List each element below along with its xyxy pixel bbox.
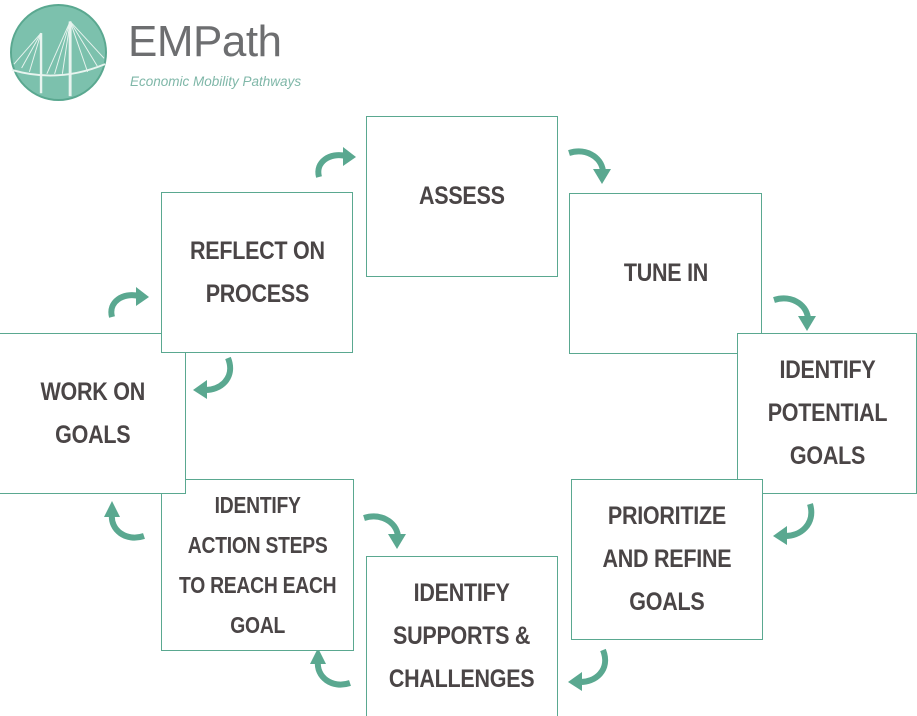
bridge-circle-logo bbox=[10, 4, 107, 101]
curved-arrow-icon bbox=[315, 147, 356, 178]
step-identify-action-steps: IDENTIFY ACTION STEPS TO REACH EACH GOAL bbox=[161, 479, 354, 651]
curved-arrow-icon bbox=[773, 295, 816, 331]
step-label-line: TUNE IN bbox=[623, 259, 708, 287]
curved-arrow-icon bbox=[310, 648, 351, 688]
step-label: ASSESS bbox=[419, 175, 505, 218]
step-label-line: GOALS bbox=[629, 588, 705, 616]
curved-arrow-icon bbox=[363, 513, 406, 549]
step-label-line: PROCESS bbox=[205, 279, 309, 308]
step-tune-in: TUNE IN bbox=[569, 193, 762, 354]
logo-name: EMPath bbox=[128, 17, 282, 66]
step-label-line: IDENTIFY bbox=[779, 356, 875, 384]
curved-arrow-icon bbox=[568, 648, 608, 691]
step-label-line: WORK ON bbox=[40, 377, 145, 406]
step-label-line: AND REFINE bbox=[602, 545, 732, 573]
step-label-line: TO REACH EACH bbox=[178, 572, 337, 598]
step-label-line: GOAL bbox=[230, 612, 285, 638]
step-label: IDENTIFY ACTION STEPS TO REACH EACH GOAL bbox=[178, 485, 337, 645]
step-label: IDENTIFY SUPPORTS & CHALLENGES bbox=[389, 572, 535, 701]
step-label-line: IDENTIFY bbox=[414, 579, 510, 607]
step-label-line: ASSESS bbox=[419, 182, 505, 210]
step-work-on-goals: WORK ON GOALS bbox=[0, 333, 186, 494]
step-label-line: IDENTIFY bbox=[214, 492, 301, 518]
step-identify-potential-goals: IDENTIFY POTENTIAL GOALS bbox=[737, 333, 917, 494]
step-label-line: CHALLENGES bbox=[389, 665, 535, 693]
step-label: IDENTIFY POTENTIAL GOALS bbox=[767, 349, 887, 478]
step-label: TUNE IN bbox=[623, 252, 707, 295]
curved-arrow-icon bbox=[773, 503, 815, 545]
step-label-line: SUPPORTS & bbox=[393, 622, 531, 650]
step-label: REFLECT ON PROCESS bbox=[190, 230, 325, 316]
step-label: PRIORITIZE AND REFINE GOALS bbox=[603, 495, 732, 624]
step-label-line: ACTION STEPS bbox=[187, 532, 328, 558]
curved-arrow-icon bbox=[108, 287, 149, 318]
step-identify-supports-challenges: IDENTIFY SUPPORTS & CHALLENGES bbox=[366, 556, 558, 716]
step-label-line: POTENTIAL bbox=[767, 399, 887, 427]
step-label-line: GOALS bbox=[789, 442, 865, 470]
curved-arrow-icon bbox=[193, 356, 233, 399]
step-prioritize-and-refine-goals: PRIORITIZE AND REFINE GOALS bbox=[571, 479, 763, 640]
step-assess: ASSESS bbox=[366, 116, 558, 277]
step-label-line: REFLECT ON bbox=[189, 236, 325, 265]
logo-tagline: Economic Mobility Pathways bbox=[130, 74, 302, 89]
curved-arrow-icon bbox=[568, 148, 611, 184]
step-reflect-on-process: REFLECT ON PROCESS bbox=[161, 192, 353, 353]
curved-arrow-icon bbox=[104, 501, 145, 541]
empath-logo: EMPath Economic Mobility Pathways bbox=[10, 4, 340, 104]
step-label-line: GOALS bbox=[54, 420, 131, 449]
step-label: WORK ON GOALS bbox=[40, 371, 145, 457]
step-label-line: PRIORITIZE bbox=[607, 502, 727, 530]
